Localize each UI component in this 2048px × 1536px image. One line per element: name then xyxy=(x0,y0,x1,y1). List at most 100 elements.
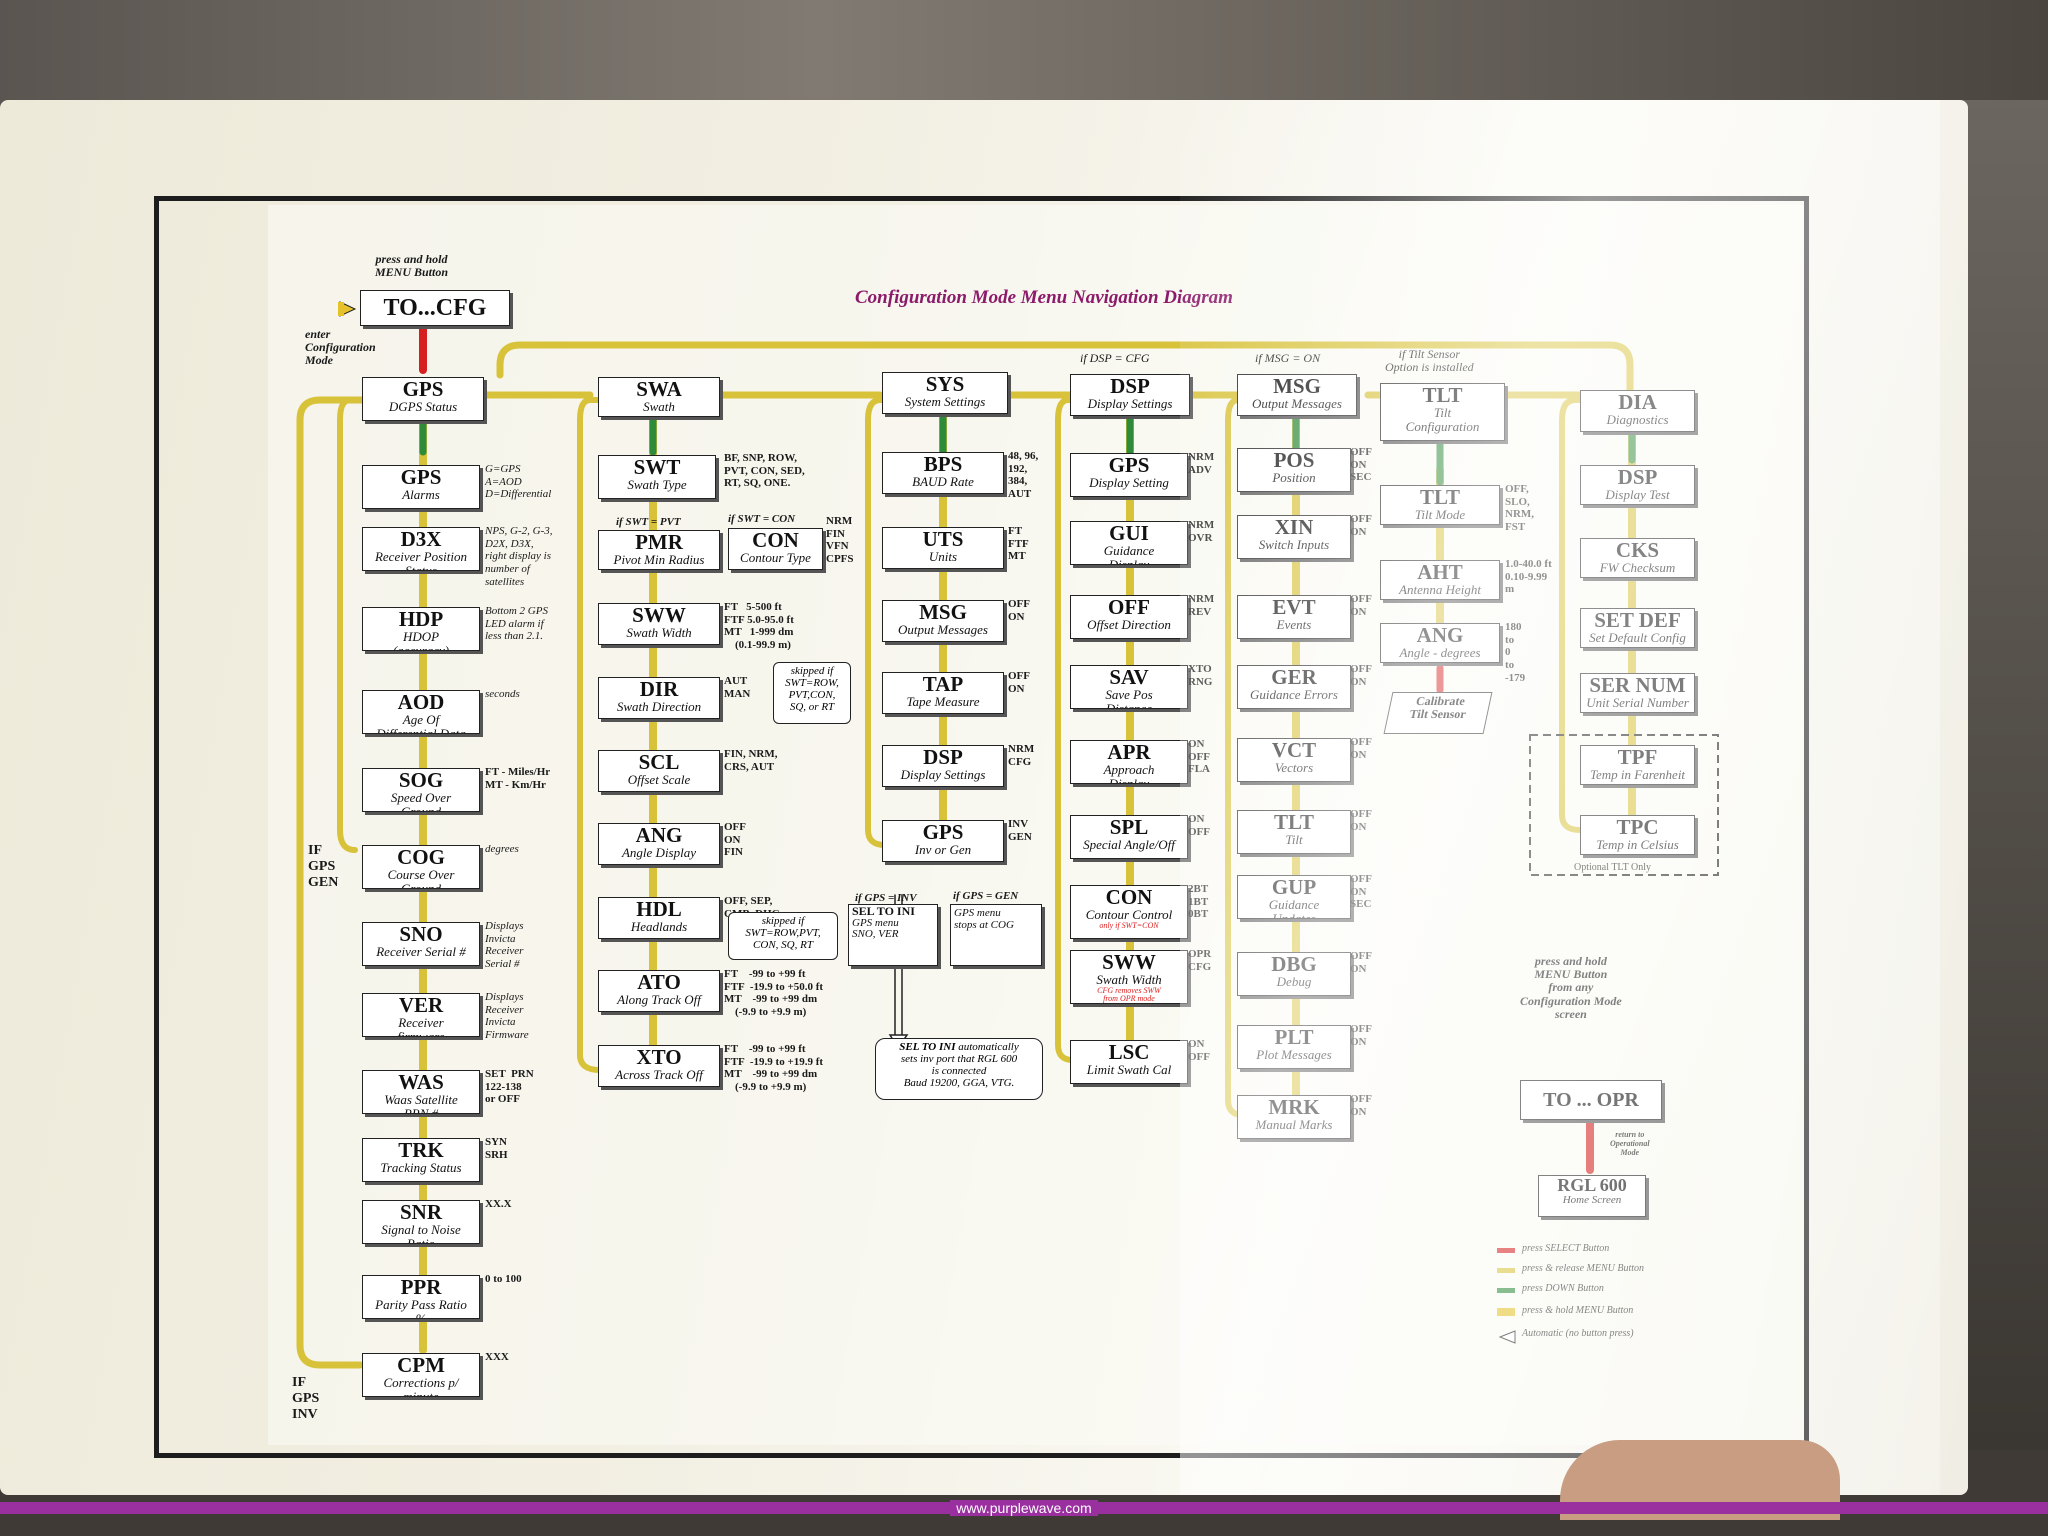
menu-description: Angle Display xyxy=(621,845,696,861)
menu-description: Save Pos Distance xyxy=(1105,687,1153,709)
msg-mrk-options: OFF ON xyxy=(1350,1093,1372,1118)
menu-description: Receiver Position Status xyxy=(374,549,468,571)
menu-code: SPL xyxy=(1109,815,1149,839)
menu-description: Course Over Ground xyxy=(387,867,455,889)
menu-code: SCL xyxy=(638,750,680,774)
sys-gps-options: INV GEN xyxy=(1008,818,1032,843)
sys-dsp-options: NRM CFG xyxy=(1008,743,1035,768)
if-gps-inv: if GPS = INV xyxy=(855,892,917,904)
msg-gup-options: OFF ON SEC xyxy=(1350,873,1372,911)
gps-d3x-options: NPS, G-2, G-3, D2X, D3X, right display i… xyxy=(485,525,553,588)
auto-ini-note: SEL TO INI automatically sets inv port t… xyxy=(875,1038,1043,1100)
menu-code: PPR xyxy=(400,1275,442,1299)
menu-description: Display Settings xyxy=(900,767,986,783)
gps-cog-options: degrees xyxy=(485,843,519,855)
menu-code: HDL xyxy=(636,897,682,921)
gps-ppr-options: 0 to 100 xyxy=(485,1273,522,1285)
menu-code: TPF xyxy=(1617,745,1658,769)
calibrate-tilt-box: Calibrate Tilt Sensor xyxy=(1383,692,1493,734)
menu-code: HDP xyxy=(398,607,444,631)
menu-code: GPS xyxy=(922,820,964,844)
swa-sww-options: FT 5-500 ft FTF 5.0-95.0 ft MT 1-999 dm … xyxy=(724,601,794,651)
menu-description: Parity Pass Ratio % xyxy=(375,1297,467,1319)
menu-description: Tilt Mode xyxy=(1414,507,1466,523)
msg-ger-options: OFF ON xyxy=(1350,663,1372,688)
menu-code: UTS xyxy=(922,527,964,551)
menu-code: GUI xyxy=(1109,521,1149,545)
menu-code: SWW xyxy=(1102,950,1156,974)
gps-trk-options: SYN SRH xyxy=(485,1136,508,1161)
msg-plt-options: OFF ON xyxy=(1350,1023,1372,1048)
dsp-sww-options: OPR CFG xyxy=(1188,948,1212,973)
menu-description: Offset Direction xyxy=(1087,617,1171,633)
menu-description: Set Default Config xyxy=(1589,630,1686,646)
background-right xyxy=(1958,100,2048,1450)
dsp-apr-options: ON OFF FLA xyxy=(1188,738,1210,776)
legend-hold-menu: press & hold MENU Button xyxy=(1522,1305,1634,1316)
menu-description: Units xyxy=(928,549,958,565)
dsp-lsc-options: ON OFF xyxy=(1188,1038,1210,1063)
gps-cpm-options: XXX xyxy=(485,1351,509,1363)
menu-description: Receiver firmware xyxy=(397,1015,445,1037)
menu-code: AOD xyxy=(397,690,445,714)
menu-description: Across Track Off xyxy=(615,1067,703,1083)
menu-code: TLT xyxy=(1419,485,1461,509)
dsp-con-options: 2BT 1BT 0BT xyxy=(1188,883,1209,921)
menu-code: VCT xyxy=(1271,738,1317,762)
to-opr-box: TO ... OPR xyxy=(1520,1080,1662,1120)
menu-description: Swath Width xyxy=(1096,972,1162,988)
legend-automatic: Automatic (no button press) xyxy=(1522,1328,1634,1339)
menu-code: SET DEF xyxy=(1594,608,1681,632)
menu-description: Position xyxy=(1272,470,1316,486)
menu-description: Approach Display xyxy=(1103,762,1155,784)
sys-msg-options: OFF ON xyxy=(1008,598,1030,623)
dsp-gui-options: NRM OVR xyxy=(1188,519,1215,544)
menu-code: LSC xyxy=(1108,1040,1150,1064)
if-tilt-installed: if Tilt Sensor Option is installed xyxy=(1385,347,1474,375)
menu-code: BPS xyxy=(923,452,963,476)
if-gps-gen: if GPS = GEN xyxy=(953,890,1019,902)
menu-code: TAP xyxy=(922,672,964,696)
menu-code: SNO xyxy=(399,922,443,946)
menu-code: AHT xyxy=(1417,560,1463,584)
gps-hdp-options: Bottom 2 GPS LED alarm if less than 2.1. xyxy=(485,605,548,643)
hdl-skip-note: skipped if SWT=ROW,PVT, CON, SQ, RT xyxy=(728,912,838,960)
menu-condition: only if SWT=CON xyxy=(1099,920,1159,930)
gps-was-options: SET PRN 122-138 or OFF xyxy=(485,1068,534,1106)
msg-xin-options: OFF ON xyxy=(1350,513,1372,538)
menu-code: OFF xyxy=(1108,595,1150,619)
menu-code: SER NUM xyxy=(1589,673,1686,697)
menu-description: Swath Width xyxy=(626,625,692,641)
swt-options: BF, SNP, ROW, PVT, CON, SED, RT, SQ, ONE… xyxy=(724,452,805,490)
menu-code: GPS xyxy=(1108,453,1150,477)
menu-description: Antenna Height xyxy=(1399,582,1481,598)
menu-description: Output Messages xyxy=(898,622,988,638)
menu-description: Waas Satellite PRN # xyxy=(384,1092,458,1114)
